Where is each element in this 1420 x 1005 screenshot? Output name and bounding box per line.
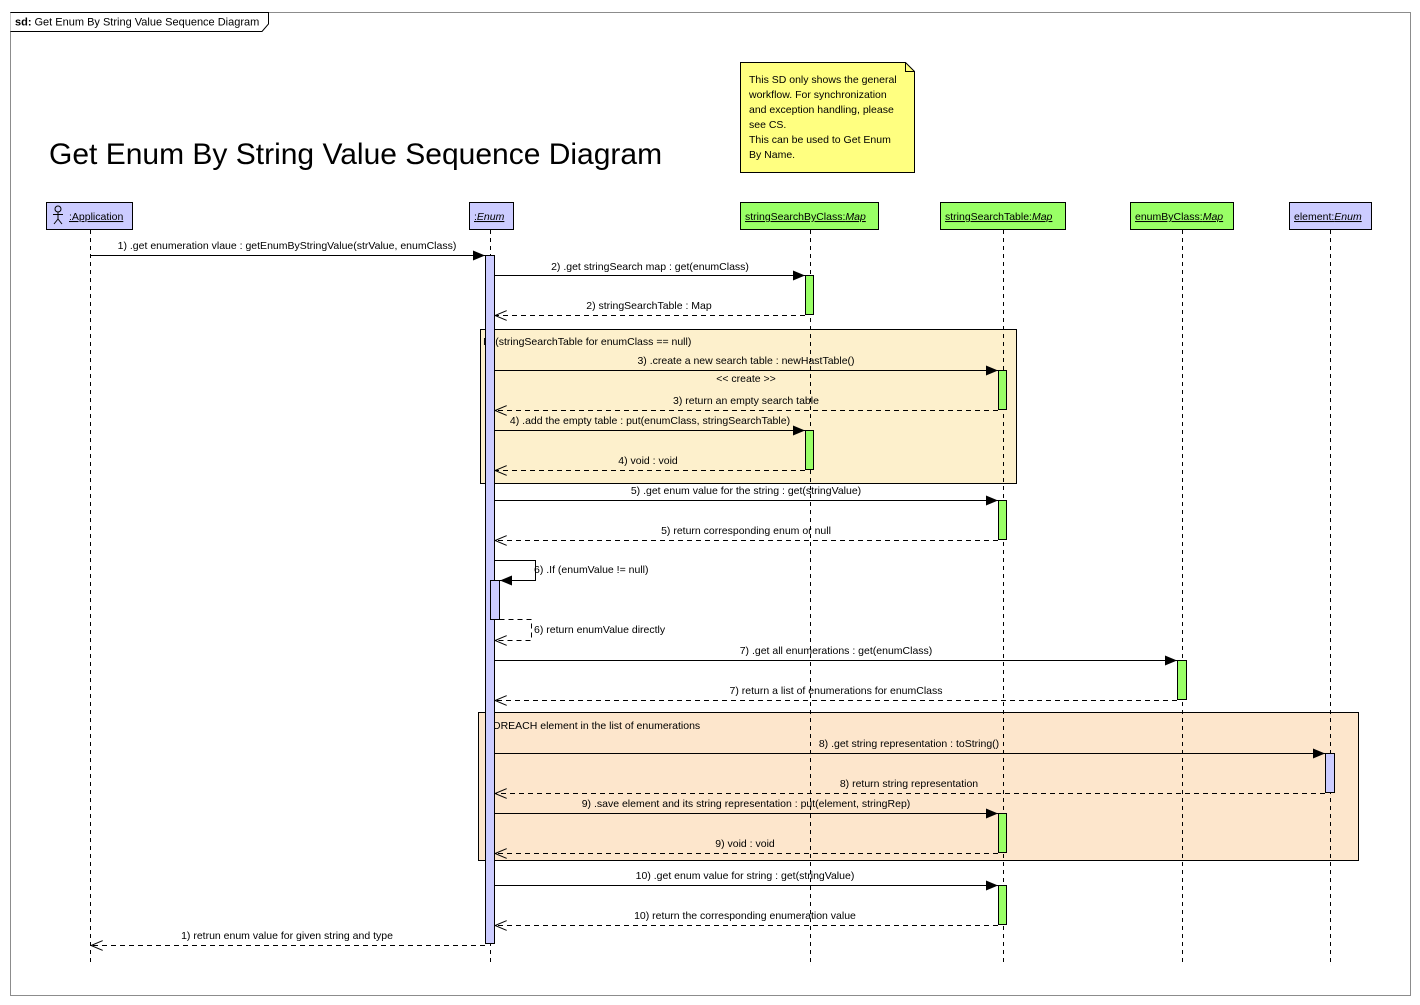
lifeline-ebc: enumByClass:Map: [1130, 202, 1234, 230]
message-8-return-label: 8) return string representation: [840, 778, 978, 790]
message-2-return: 2) stringSearchTable : Map: [495, 300, 805, 316]
note-line-2: workflow. For synchronization: [748, 89, 887, 101]
activation-sst-2: [998, 500, 1007, 540]
lifeline-ebc-label: enumByClass:Map: [1135, 211, 1223, 223]
frame-tab: [10, 12, 269, 32]
lifeline-elem-name: element:: [1294, 211, 1334, 223]
activation-ssbc-2: [805, 430, 814, 470]
activation-ssbc-1: [805, 275, 814, 315]
lifeline-app-label: :Application: [69, 211, 123, 223]
lifeline-enum: :Enum: [469, 202, 514, 230]
note-line-4: see CS.: [749, 119, 786, 131]
message-7-return: 7) return a list of enumerations for enu…: [495, 685, 1177, 701]
lifeline-elem-label: element:Enum: [1294, 211, 1362, 223]
message-5-return: 5) return corresponding enum or null: [495, 525, 998, 541]
message-5-label: 5) .get enum value for the string : get(…: [631, 485, 861, 497]
message-9-label: 9) .save element and its string represen…: [582, 798, 911, 810]
frame-kind: sd:: [15, 17, 32, 29]
activations: [485, 255, 1335, 944]
lifeline-elem-type: Enum: [1334, 211, 1362, 223]
message-2: 2) .get stringSearch map : get(enumClass…: [494, 261, 805, 281]
message-9: 9) .save element and its string represen…: [494, 798, 998, 819]
message-1-return-label: 1) retrun enum value for given string an…: [181, 930, 393, 942]
frame-label: sd:Get Enum By String Value Sequence Dia…: [15, 17, 259, 29]
message-4-return-label: 4) void : void: [618, 455, 678, 467]
message-10-return-label: 10) return the corresponding enumeration…: [634, 910, 856, 922]
note-line-6: By Name.: [749, 149, 795, 161]
message-10-return: 10) return the corresponding enumeration…: [495, 910, 998, 926]
message-10: 10) .get enum value for string : get(str…: [494, 870, 998, 891]
message-3-return: 3) return an empty search table: [495, 395, 998, 411]
message-4-return: 4) void : void: [495, 455, 805, 471]
fragment-foreach-label: FOREACH element in the list of enumerati…: [486, 720, 700, 732]
note-line-1: This SD only shows the general: [749, 74, 897, 86]
message-6-return: 6) return enumValue directly: [495, 619, 666, 641]
message-7-return-label: 7) return a list of enumerations for enu…: [729, 685, 942, 697]
activation-sst-4: [998, 885, 1007, 925]
message-9-return-label: 9) void : void: [715, 838, 775, 850]
message-7-label: 7) .get all enumerations : get(enumClass…: [740, 645, 933, 657]
message-3-label: 3) .create a new search table : newHastT…: [637, 355, 854, 367]
lifeline-ssbc-type: Map: [845, 211, 866, 223]
activation-ebc: [1177, 660, 1187, 700]
note: This SD only shows the general workflow.…: [740, 62, 915, 173]
lifeline-elem: element:Enum: [1289, 202, 1372, 230]
message-10-label: 10) .get enum value for string : get(str…: [636, 870, 855, 882]
actor-icon: [53, 205, 63, 225]
fragment-if-label: IF (stringSearchTable for enumClass == n…: [483, 336, 691, 348]
message-4: 4) .add the empty table : put(enumClass,…: [494, 415, 805, 436]
message-7: 7) .get all enumerations : get(enumClass…: [494, 645, 1177, 666]
message-2-label: 2) .get stringSearch map : get(enumClass…: [551, 261, 749, 273]
message-6-label: 6) .If (enumValue != null): [534, 564, 649, 576]
lifeline-ssbc-name: stringSearchByClass:: [745, 211, 845, 223]
lifeline-sst-label: stringSearchTable:Map: [945, 211, 1053, 223]
lifeline-sst-name: stringSearchTable:: [945, 211, 1032, 223]
activation-enum-self: [490, 580, 500, 620]
message-9-return: 9) void : void: [495, 838, 998, 854]
message-1-return: 1) retrun enum value for given string an…: [91, 930, 485, 946]
note-line-3: and exception handling, please: [749, 104, 894, 116]
message-5: 5) .get enum value for the string : get(…: [494, 485, 998, 506]
lifeline-ssbc: stringSearchByClass:Map: [740, 202, 879, 230]
lifeline-enum-name: :: [474, 211, 477, 223]
fragment-foreach: [478, 712, 1359, 861]
fragment-if: [480, 329, 1017, 484]
message-1-label: 1) .get enumeration vlaue : getEnumByStr…: [118, 240, 457, 252]
message-3-return-label: 3) return an empty search table: [673, 395, 819, 407]
message-8-return: 8) return string representation: [495, 778, 1325, 794]
message-2-return-label: 2) stringSearchTable : Map: [586, 300, 712, 312]
activation-elem: [1325, 753, 1335, 793]
lifeline-enum-type: Enum: [477, 211, 505, 223]
note-line-5: This can be used to Get Enum: [749, 134, 891, 146]
message-5-return-label: 5) return corresponding enum or null: [661, 525, 831, 537]
message-3: 3) .create a new search table : newHastT…: [494, 355, 998, 385]
lifeline-app: :Application: [46, 202, 133, 230]
activation-sst-3: [998, 813, 1007, 853]
lifeline-ebc-type: Map: [1203, 211, 1224, 223]
message-6-return-label: 6) return enumValue directly: [534, 624, 666, 636]
message-8-label: 8) .get string representation : toString…: [819, 738, 999, 750]
lifeline-enum-label: :Enum: [474, 211, 505, 223]
lifeline-sst: stringSearchTable:Map: [940, 202, 1066, 230]
message-8: 8) .get string representation : toString…: [494, 738, 1325, 759]
diagram-frame: [10, 12, 1411, 996]
message-3-stereotype: << create >>: [716, 373, 776, 385]
lifeline-ebc-name: enumByClass:: [1135, 211, 1203, 223]
message-1: 1) .get enumeration vlaue : getEnumByStr…: [90, 240, 485, 261]
lifeline-sst-type: Map: [1032, 211, 1053, 223]
activation-sst-1: [998, 370, 1007, 410]
lifeline-ssbc-label: stringSearchByClass:Map: [745, 211, 866, 223]
message-6-self: 6) .If (enumValue != null): [494, 560, 649, 586]
message-4-label: 4) .add the empty table : put(enumClass,…: [510, 415, 790, 427]
diagram-title: Get Enum By String Value Sequence Diagra…: [49, 138, 662, 171]
frame-name: Get Enum By String Value Sequence Diagra…: [35, 17, 260, 29]
